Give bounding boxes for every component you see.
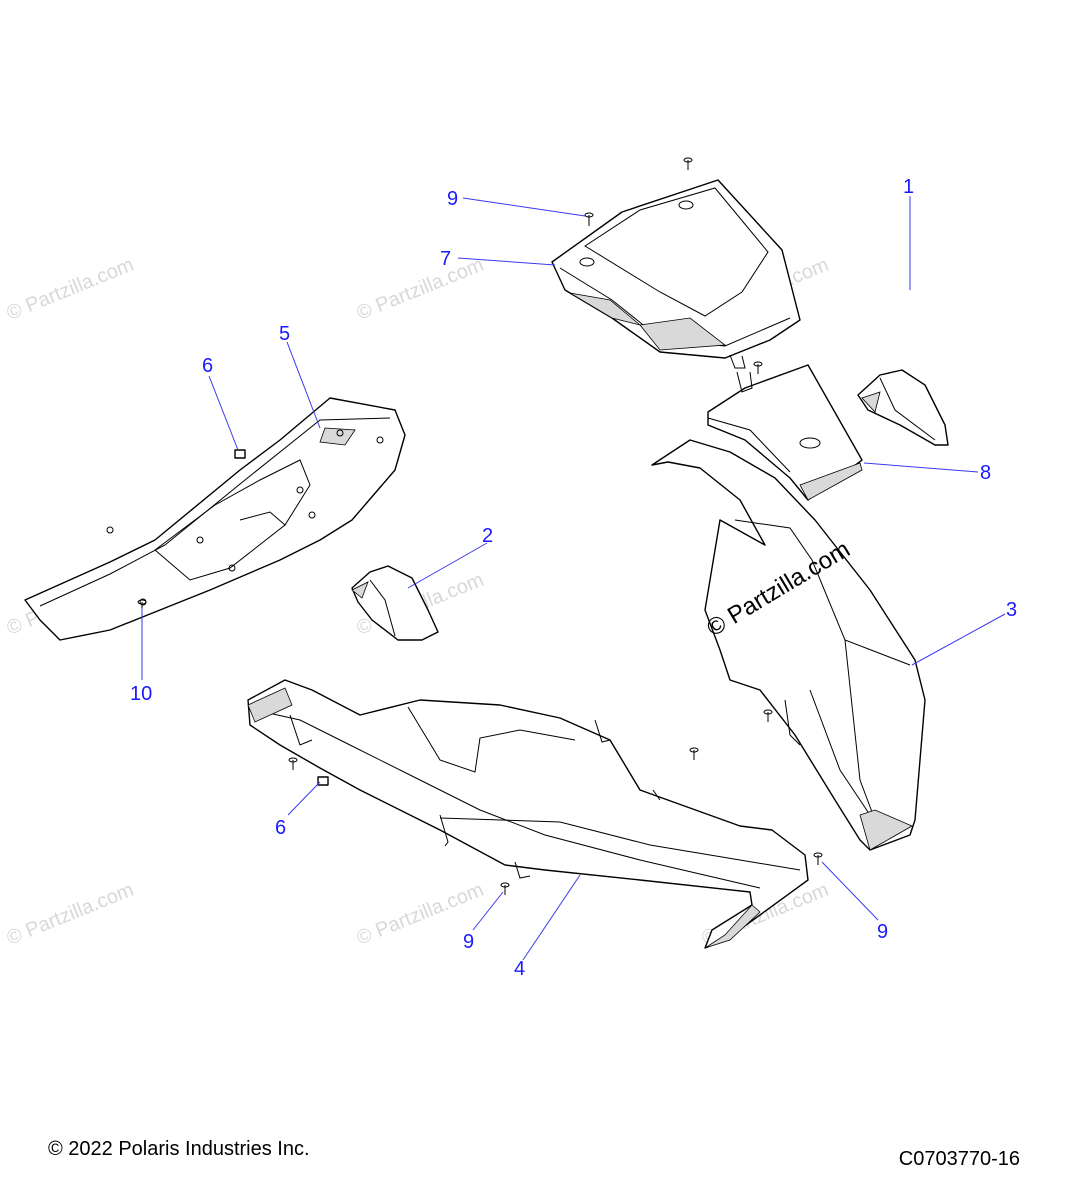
part-6-clip-lower xyxy=(317,776,329,786)
screws xyxy=(137,157,823,895)
part-5-floor-panel xyxy=(24,397,406,641)
callout-2: 2 xyxy=(482,525,493,547)
part-8-dash-panel xyxy=(707,364,863,501)
screw-9-top xyxy=(584,212,594,226)
callout-9-left: 9 xyxy=(463,931,474,953)
drawing-number: C0703770-16 xyxy=(898,1148,1020,1170)
copyright-notice: © 2022 Polaris Industries Inc. xyxy=(48,1138,310,1160)
part-1-air-duct xyxy=(857,369,949,446)
callout-7: 7 xyxy=(440,248,451,270)
screw-9-left xyxy=(500,882,510,895)
part-2-scoop xyxy=(351,565,439,641)
screw-mid xyxy=(689,747,699,760)
callout-9-top: 9 xyxy=(447,188,458,210)
part-6-clip-upper xyxy=(234,449,246,459)
callout-5: 5 xyxy=(279,323,290,345)
callout-10: 10 xyxy=(130,683,152,705)
callout-1: 1 xyxy=(903,176,914,198)
part-4-left-side-panel xyxy=(247,679,809,949)
callout-4: 4 xyxy=(514,958,525,980)
screw-lower-left xyxy=(288,757,298,770)
floor-fasteners xyxy=(106,429,384,606)
screw-top-hood xyxy=(683,157,693,170)
callouts: 1 2 3 4 5 6 6 7 8 9 9 9 10 xyxy=(130,176,1017,980)
callout-9-right: 9 xyxy=(877,921,888,943)
screw-side xyxy=(763,709,773,722)
screw-dash xyxy=(753,361,763,374)
watermark: © Partzilla.com xyxy=(354,254,487,325)
callout-8: 8 xyxy=(980,462,991,484)
part-3-right-side-panel xyxy=(651,439,926,851)
watermark: © Partzilla.com xyxy=(4,879,137,950)
screw-9-right xyxy=(813,852,823,865)
part-7-hood-panel xyxy=(551,179,801,369)
callout-6-upper: 6 xyxy=(202,355,213,377)
watermark: © Partzilla.com xyxy=(4,254,137,325)
leader-lines xyxy=(141,196,1006,961)
callout-3: 3 xyxy=(1006,599,1017,621)
callout-6-lower: 6 xyxy=(275,817,286,839)
